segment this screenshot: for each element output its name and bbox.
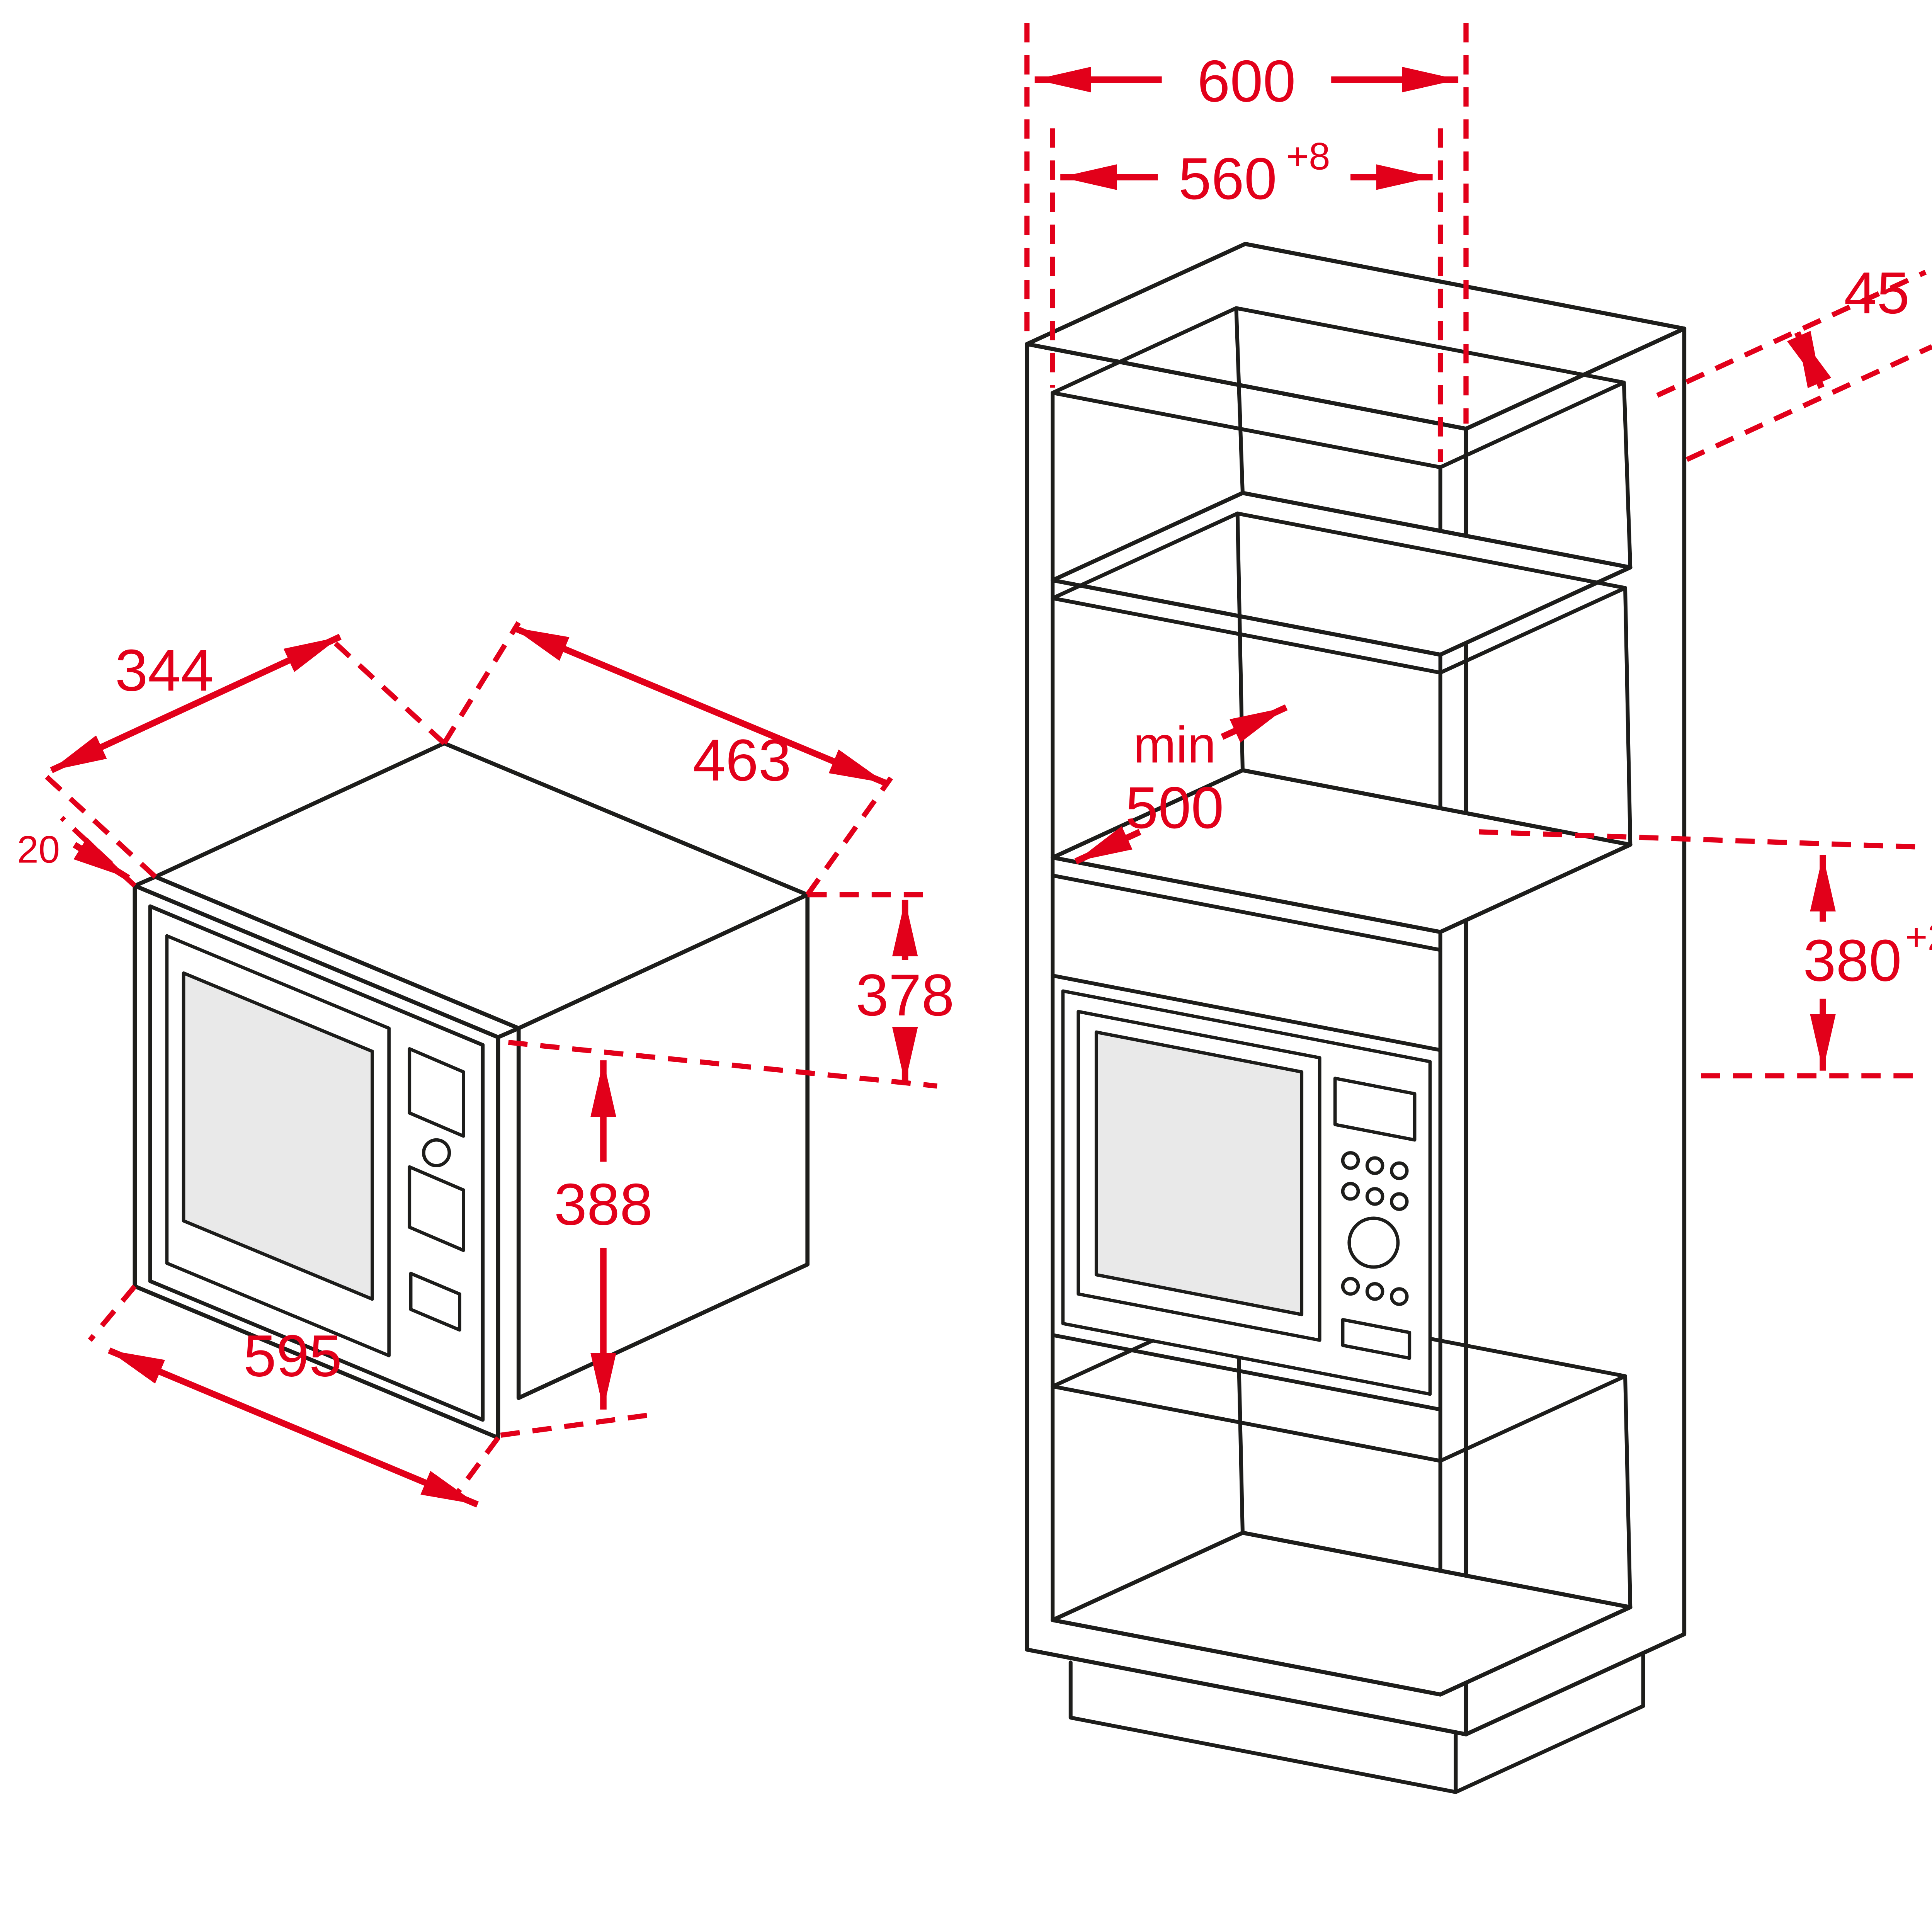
dim-label-380: 380 [1803,928,1902,993]
dim-arrow-20 [73,837,130,881]
button [1390,1287,1409,1306]
shelf1-front-bottom [1051,596,1442,675]
button [1365,1282,1384,1301]
button [1365,1156,1384,1175]
opening1-back-edges [1234,306,1633,570]
niche-top-edge [1051,973,1442,1052]
microwave-figure [133,741,810,1440]
cabinet-microwave-display [1333,1077,1417,1142]
cabinet-side-face [1464,327,1687,1736]
dim-label-560-tol: +8 [1286,135,1330,178]
dim-label-20: 20 [17,828,60,871]
button [1341,1182,1360,1201]
cabinet-microwave-knob [1347,1216,1400,1269]
dim-label-595: 595 [243,1323,342,1389]
opening2-ceiling-edges [1051,511,1627,675]
ext-line [442,621,521,745]
dim-arrow-depth-front [1074,826,1141,864]
microwave-dimensions: 344 20 463 378 388 595 [17,621,954,1508]
button [1341,1151,1360,1170]
dim-label-600: 600 [1197,48,1296,114]
microwave-knob [422,1138,451,1167]
diagram-page: 344 20 463 378 388 595 [17,23,1932,1794]
top-rail-inner [1051,391,1442,469]
dim-label-388: 388 [554,1172,653,1237]
dim-arrow-595 [108,1347,479,1508]
dim-arrow-depth-back [1221,704,1288,743]
dim-label-500: 500 [1125,775,1224,841]
dim-label-463: 463 [693,728,791,793]
dim-arrow-344 [50,634,342,773]
bottom-rail-top [1051,1384,1442,1463]
microwave-display [408,1047,465,1138]
ext-line [330,638,446,745]
microwave-handle-button [409,1272,461,1332]
cabinet-plinth [1068,1651,1645,1794]
installation-diagram: 344 20 463 378 388 595 [17,23,1932,1794]
ext-line [500,1412,653,1438]
button [1390,1161,1409,1180]
cabinet-figure [1025,242,1687,1794]
microwave-frame-inner-line [148,904,485,1422]
button [1365,1187,1384,1206]
ext-line [88,1284,137,1342]
dim-arrow-463 [512,624,887,786]
ext-line [1479,829,1926,850]
dim-label-380-tol: +2 [1905,915,1932,958]
microwave-door-window [182,971,374,1301]
dim-label-45: 45 [1844,260,1910,326]
opening1-ceiling-edges [1051,306,1626,469]
dim-label-min: min [1133,716,1216,774]
ext-line [1685,344,1932,462]
ext-line [508,1040,937,1089]
ext-line [452,1436,500,1498]
button [1341,1277,1360,1296]
niche-bottom-edge [1051,1333,1442,1412]
microwave-button-panel [408,1165,465,1252]
ext-line [805,776,893,896]
microwave-body-side [516,893,810,1400]
button [1390,1192,1409,1211]
cabinet-dimensions: 600 560 +8 45 min 500 380 +2 [1024,23,1932,1078]
cabinet-microwave-handle-plate [1341,1318,1412,1360]
ext-line [42,772,157,879]
shelf2-front-bottom [1051,873,1442,952]
cabinet-microwave-window [1094,1030,1304,1316]
dim-label-344: 344 [115,638,214,703]
dim-arrow-45 [1787,331,1832,389]
cabinet-microwave [1061,989,1432,1396]
dim-label-378: 378 [856,963,954,1028]
cabinet-top-face [1025,242,1687,431]
dim-label-560: 560 [1179,146,1277,212]
